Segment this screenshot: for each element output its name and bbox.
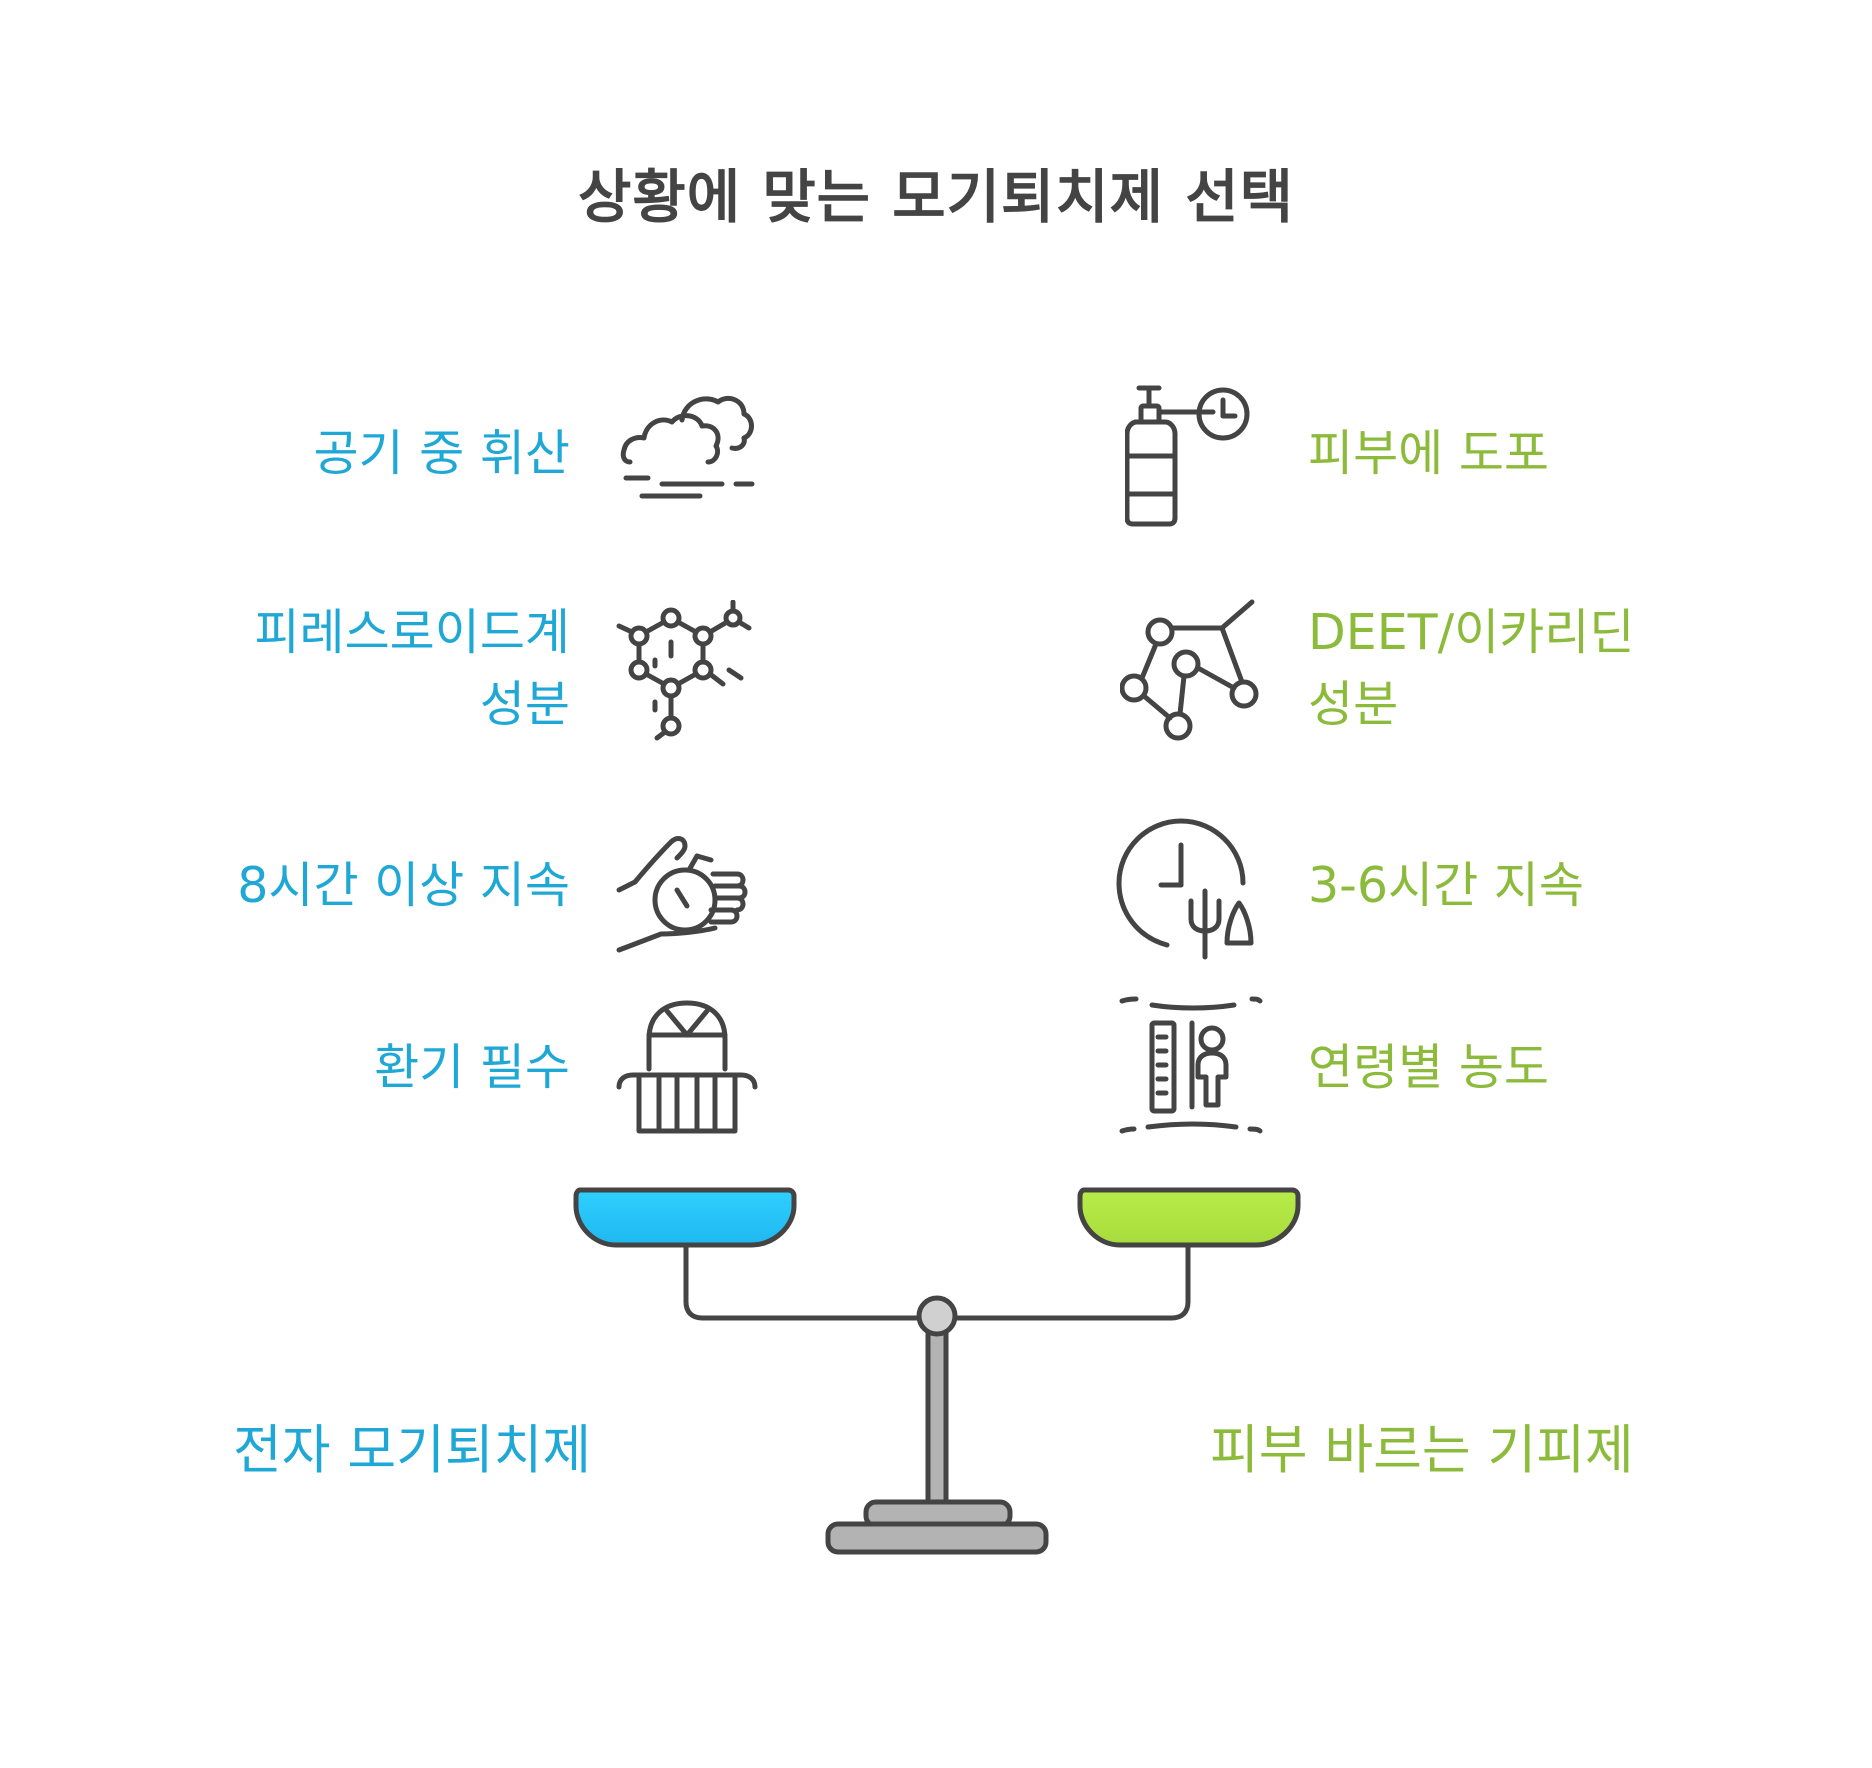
- page-title: 상황에 맞는 모기퇴치제 선택: [578, 163, 1294, 231]
- network-nodes-icon: [1120, 598, 1270, 748]
- left-item-label-2-line2: 성분: [479, 676, 570, 733]
- right-category-name: 피부 바르는 기피제: [1210, 1420, 1634, 1481]
- spray-bottle-timer-icon: [1125, 382, 1265, 532]
- window-ventilation-icon: [615, 995, 765, 1145]
- left-item-label-2-line1: 피레스로이드계: [254, 604, 570, 661]
- right-item-label-3: 3-6시간 지속: [1308, 857, 1584, 914]
- ruler-person-icon: [1118, 995, 1268, 1145]
- clock-plant-icon: [1115, 815, 1265, 965]
- right-item-label-4: 연령별 농도: [1308, 1039, 1549, 1096]
- molecule-icon: [615, 600, 765, 750]
- cloud-vapor-icon: [620, 380, 760, 530]
- left-item-label-3: 8시간 이상 지속: [237, 857, 570, 914]
- right-pan: [1077, 1187, 1301, 1248]
- right-item-label-2-line2: 성분: [1308, 676, 1399, 733]
- balance-pivot: [916, 1295, 958, 1337]
- right-item-label-1: 피부에 도포: [1308, 425, 1549, 482]
- balance-base-lower: [825, 1521, 1049, 1555]
- hand-stopwatch-icon: [615, 820, 765, 960]
- balance-post: [925, 1327, 949, 1508]
- left-item-label-1: 공기 중 휘산: [313, 425, 570, 482]
- left-category-name: 전자 모기퇴치제: [233, 1420, 592, 1481]
- left-item-label-4: 환기 필수: [374, 1039, 570, 1096]
- right-item-label-2-line1: DEET/이카리딘: [1308, 604, 1635, 661]
- left-pan: [573, 1187, 797, 1248]
